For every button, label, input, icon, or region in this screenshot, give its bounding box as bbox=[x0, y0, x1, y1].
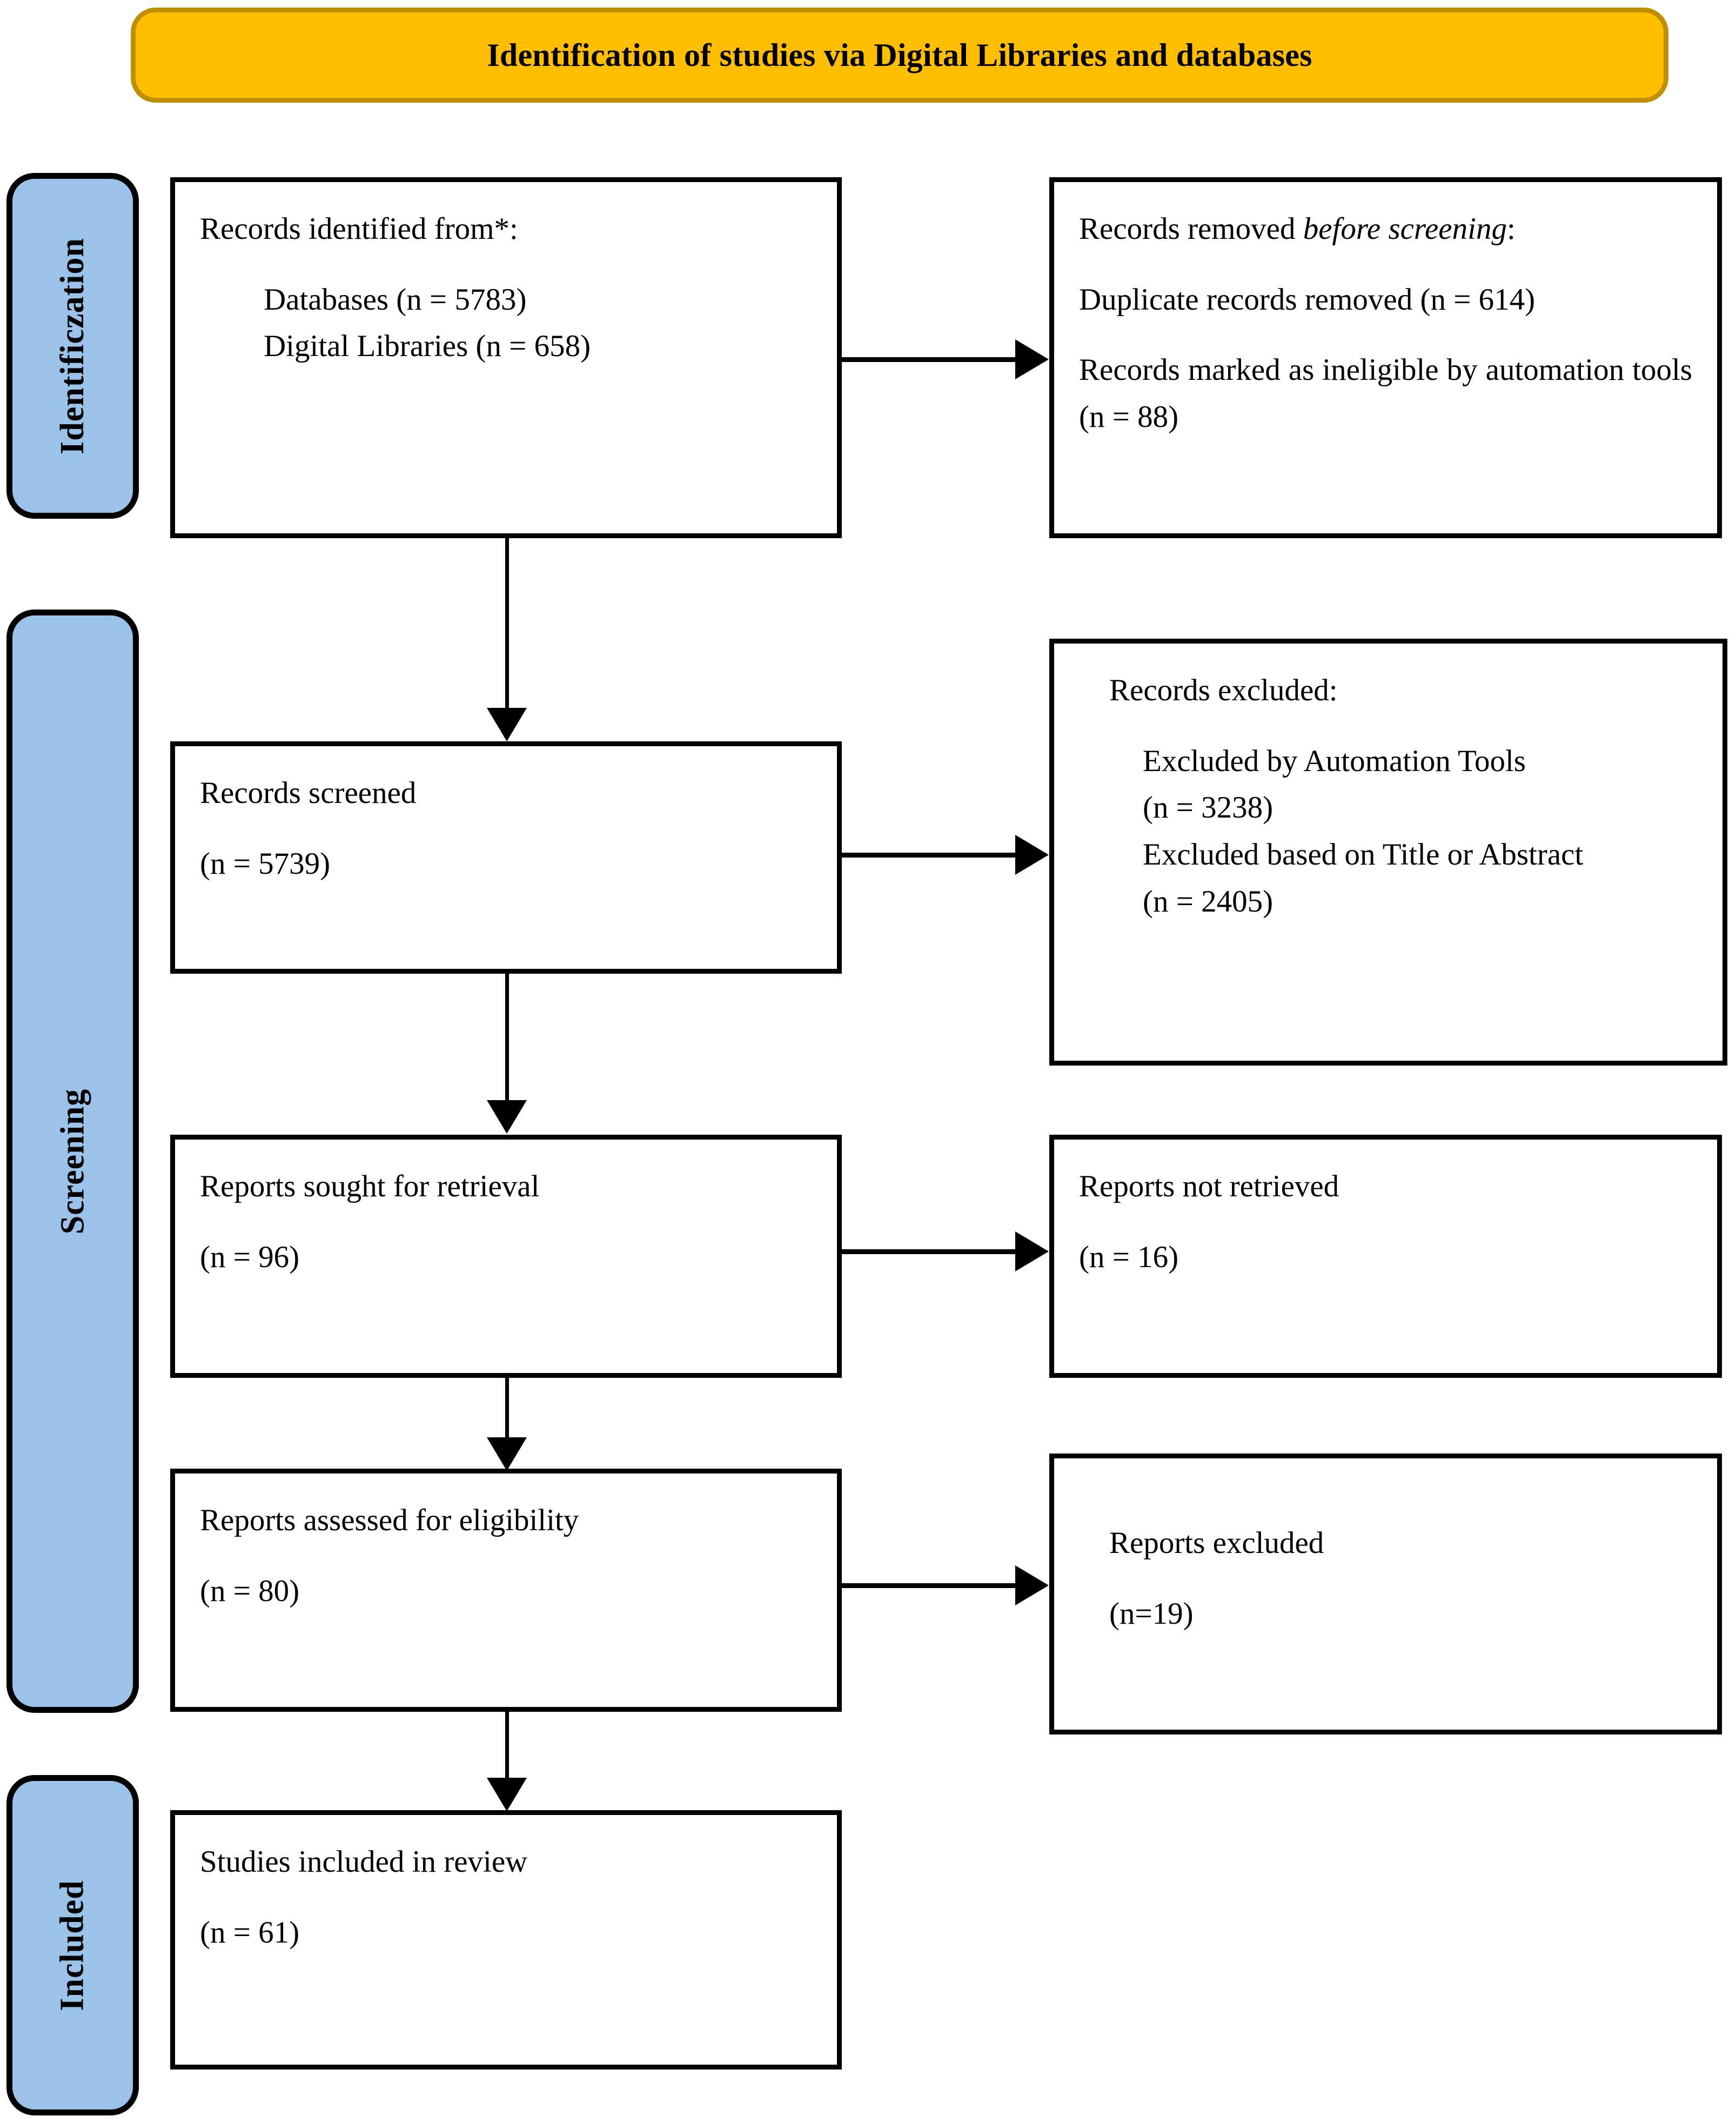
connector-screened-to-excluded bbox=[841, 853, 1016, 858]
records-excluded-automation-count: (n = 3238) bbox=[1143, 791, 1273, 825]
reports-excluded-heading: Reports excluded bbox=[1109, 1526, 1324, 1560]
stage-rail-screening-label: Screening bbox=[54, 1088, 91, 1234]
box-records-screened: Records screened (n = 5739) bbox=[170, 741, 842, 974]
box-reports-not-retrieved: Reports not retrieved (n = 16) bbox=[1049, 1135, 1722, 1378]
box-studies-included-in-review: Studies included in review (n = 61) bbox=[170, 1810, 842, 2070]
connector-sought-to-not-retrieved bbox=[841, 1249, 1016, 1254]
reports-excluded-count: (n=19) bbox=[1109, 1596, 1194, 1631]
box-reports-sought-for-retrieval: Reports sought for retrieval (n = 96) bbox=[170, 1135, 842, 1378]
studies-included-count: (n = 61) bbox=[200, 1915, 300, 1950]
reports-not-retrieved-heading: Reports not retrieved bbox=[1079, 1169, 1339, 1203]
records-identified-heading: Records identified from*: bbox=[200, 212, 518, 246]
records-removed-heading: Records removed before screening: bbox=[1079, 206, 1692, 253]
studies-included-heading: Studies included in review bbox=[200, 1845, 528, 1879]
records-removed-ineligible-automation: Records marked as ineligible by automati… bbox=[1079, 353, 1692, 434]
arrow-identified-to-removed-head bbox=[1015, 339, 1049, 379]
records-identified-digital-libraries: Digital Libraries (n = 658) bbox=[264, 329, 591, 364]
arrow-identified-to-screened-head bbox=[487, 708, 527, 741]
box-records-removed-before-screening: Records removed before screening: Duplic… bbox=[1049, 177, 1722, 538]
records-removed-heading-pre: Records removed bbox=[1079, 212, 1303, 246]
stage-rail-included: Included bbox=[6, 1775, 139, 2115]
banner-identification-source: Identification of studies via Digital Li… bbox=[131, 8, 1668, 103]
reports-sought-count: (n = 96) bbox=[200, 1240, 300, 1274]
arrow-assessed-to-reports-excluded-head bbox=[1015, 1565, 1049, 1605]
arrow-sought-to-assessed-head bbox=[487, 1437, 527, 1471]
reports-assessed-count: (n = 80) bbox=[200, 1573, 300, 1608]
connector-identified-to-screened bbox=[505, 538, 509, 711]
stage-rail-identification: Identificzation bbox=[6, 173, 139, 519]
records-excluded-title-abstract-label: Excluded based on Title or Abstract bbox=[1143, 837, 1584, 872]
records-screened-count: (n = 5739) bbox=[200, 846, 331, 881]
box-reports-excluded: Reports excluded (n=19) bbox=[1049, 1454, 1722, 1734]
connector-assessed-to-included bbox=[505, 1711, 509, 1781]
records-identified-databases: Databases (n = 5783) bbox=[264, 282, 527, 317]
banner-title: Identification of studies via Digital Li… bbox=[487, 37, 1312, 73]
connector-identified-to-removed bbox=[841, 357, 1016, 362]
connector-assessed-to-reports-excluded bbox=[841, 1583, 1016, 1588]
box-reports-assessed-for-eligibility: Reports assessed for eligibility (n = 80… bbox=[170, 1469, 842, 1712]
box-records-identified: Records identified from*: Databases (n =… bbox=[170, 177, 842, 538]
records-removed-heading-post: : bbox=[1506, 212, 1516, 246]
records-excluded-title-abstract-count: (n = 2405) bbox=[1143, 884, 1273, 919]
records-removed-duplicates: Duplicate records removed (n = 614) bbox=[1079, 282, 1536, 317]
records-excluded-heading: Records excluded: bbox=[1109, 673, 1338, 707]
reports-not-retrieved-count: (n = 16) bbox=[1079, 1240, 1179, 1274]
records-removed-heading-italic: before screening bbox=[1303, 212, 1507, 246]
connector-screened-to-sought bbox=[505, 973, 509, 1102]
stage-rail-identification-label: Identificzation bbox=[54, 237, 91, 454]
stage-rail-screening: Screening bbox=[6, 610, 139, 1713]
arrow-screened-to-excluded-head bbox=[1015, 835, 1049, 875]
stage-rail-included-label: Included bbox=[54, 1879, 91, 2011]
arrow-screened-to-sought-head bbox=[487, 1100, 527, 1134]
records-excluded-automation-label: Excluded by Automation Tools bbox=[1143, 744, 1526, 778]
reports-assessed-heading: Reports assessed for eligibility bbox=[200, 1503, 579, 1537]
connector-sought-to-assessed bbox=[505, 1377, 509, 1463]
records-screened-heading: Records screened bbox=[200, 776, 417, 810]
box-records-excluded: Records excluded: Excluded by Automation… bbox=[1049, 639, 1727, 1066]
arrow-sought-to-not-retrieved-head bbox=[1015, 1231, 1049, 1271]
reports-sought-heading: Reports sought for retrieval bbox=[200, 1169, 540, 1203]
arrow-assessed-to-included-head bbox=[487, 1778, 527, 1811]
